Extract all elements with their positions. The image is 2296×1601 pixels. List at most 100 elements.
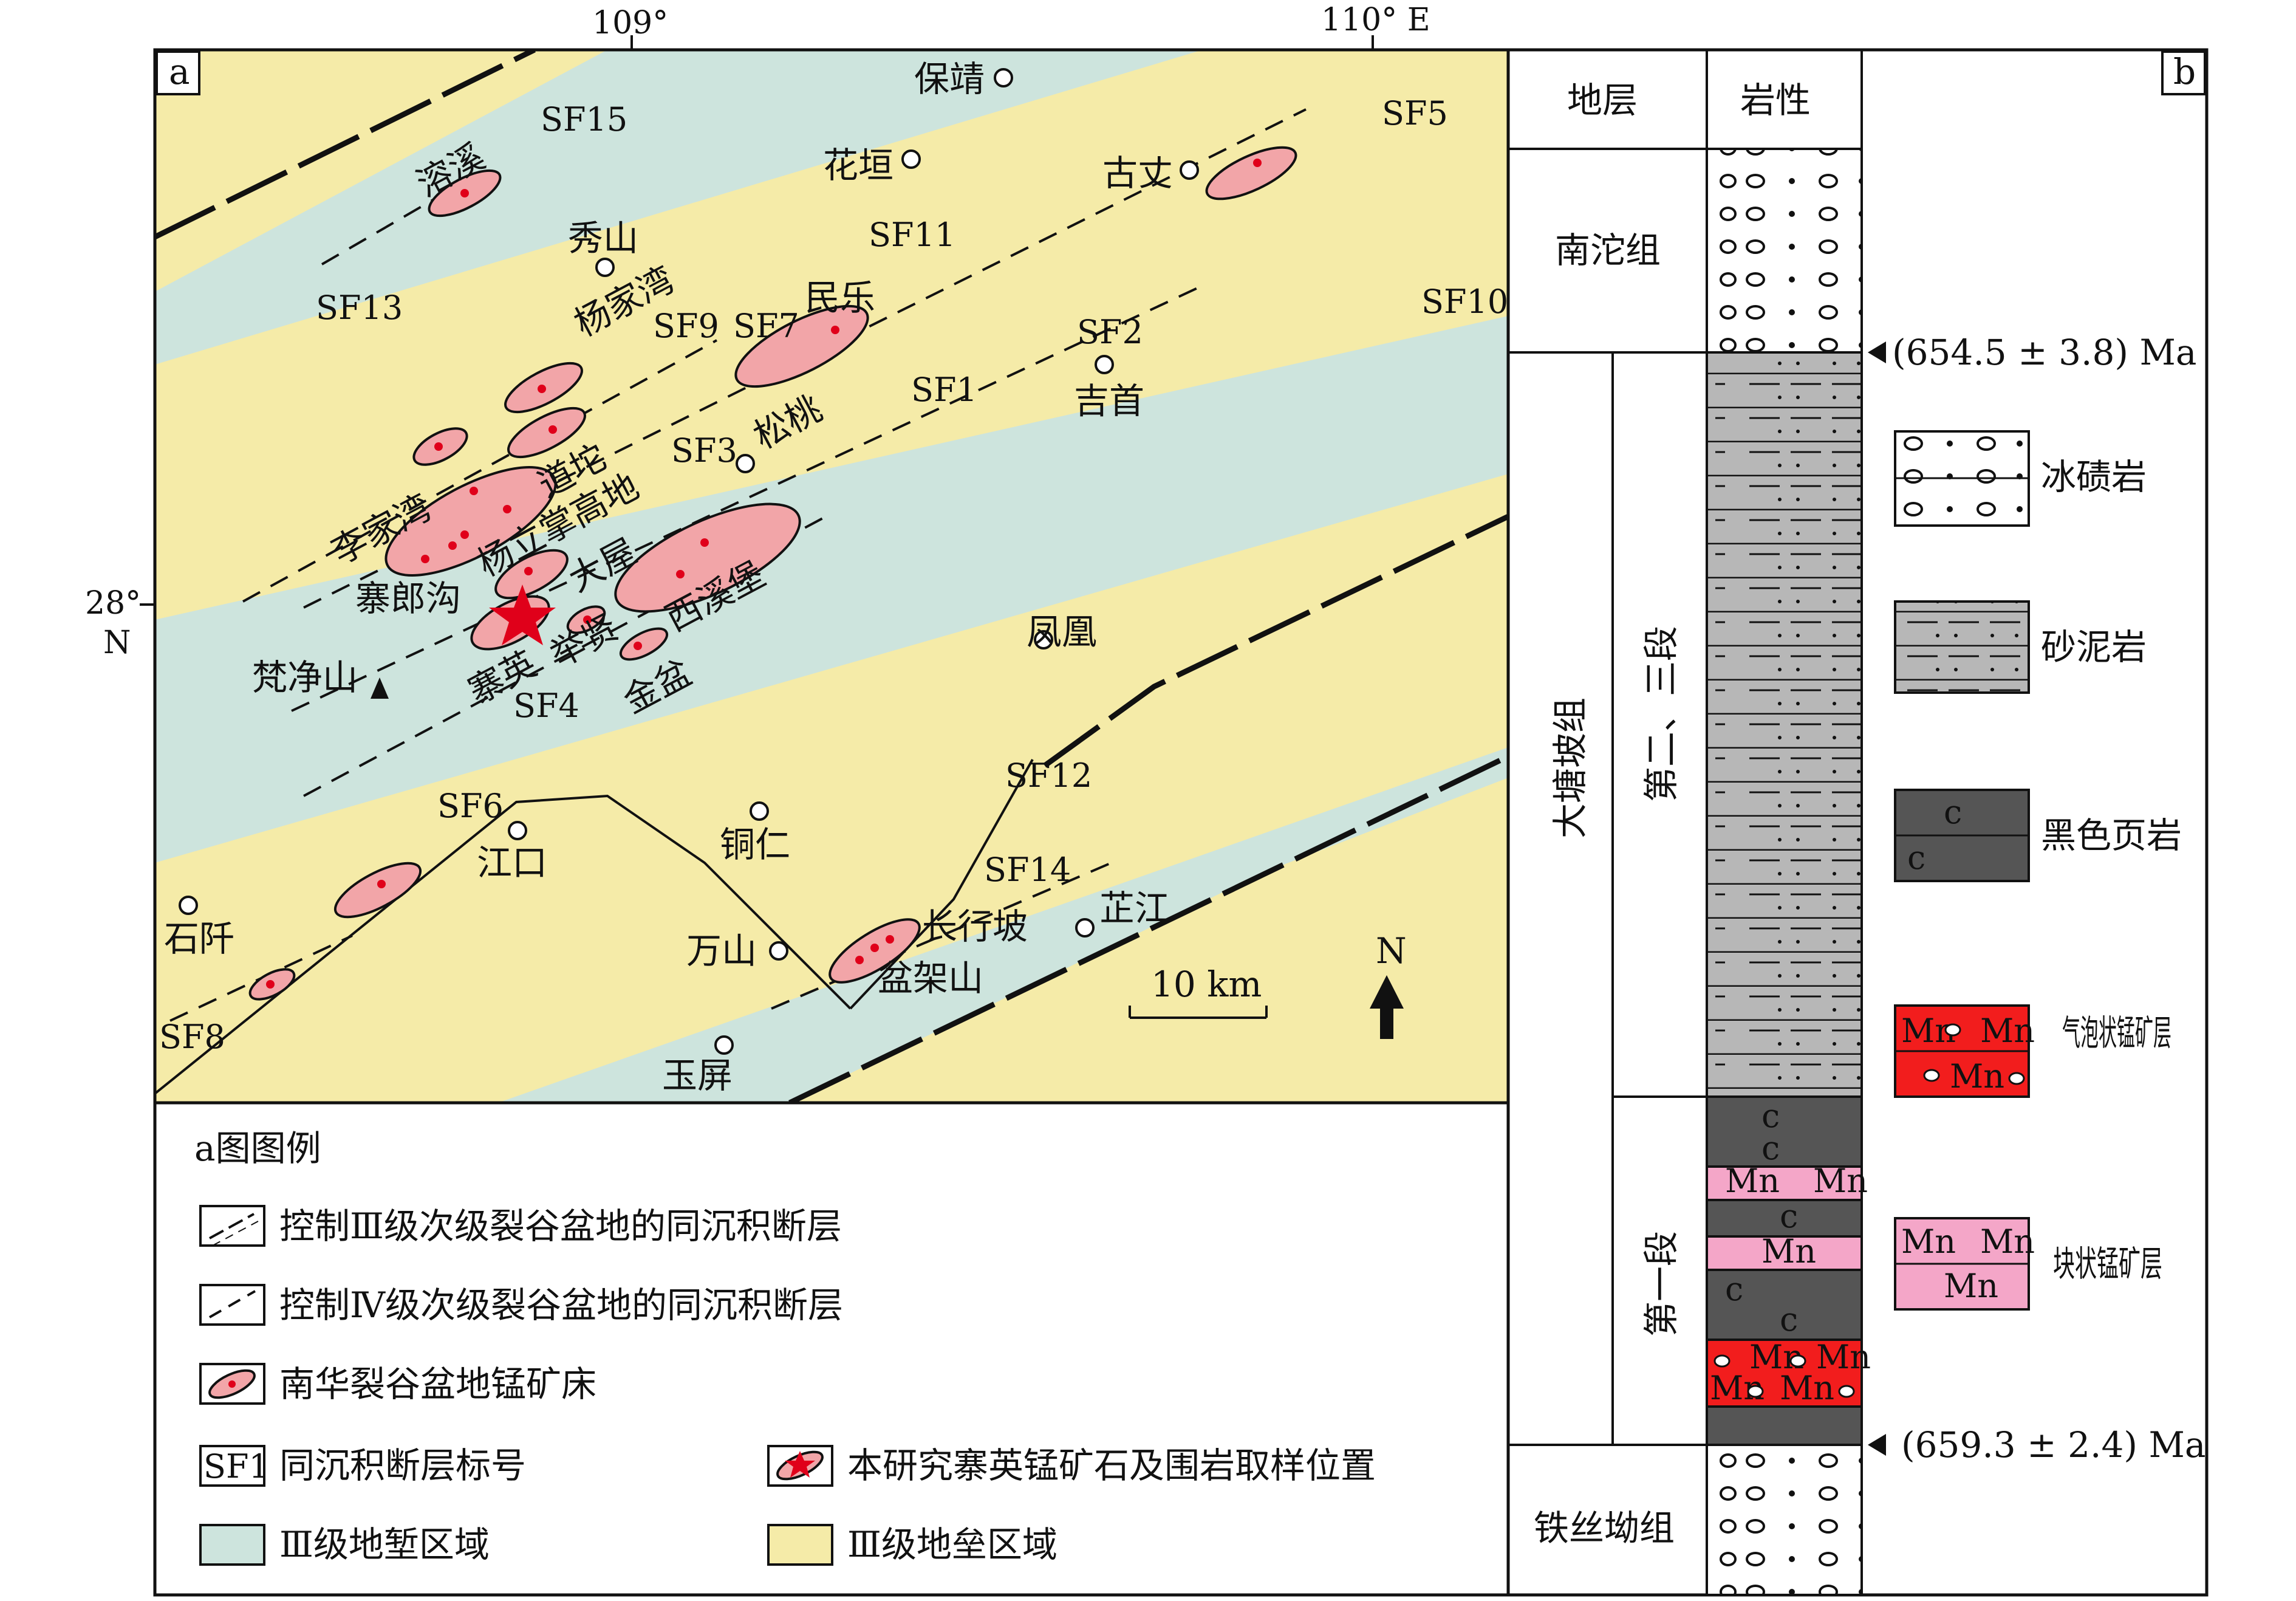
mn-symbol: Mn — [1950, 1057, 2004, 1095]
shale-symbol: c — [1944, 793, 1962, 831]
legend-massive-mn: 块状锰矿层 — [2053, 1243, 2162, 1284]
mn-symbol: Mn — [1980, 1012, 2035, 1050]
lat-dir-label: N — [103, 625, 131, 661]
fault-label: SF13 — [316, 289, 403, 327]
legend-label: 南华裂谷盆地锰矿床 — [279, 1363, 596, 1405]
mn-symbol: Mn — [1980, 1222, 2035, 1261]
sample-location-star — [489, 585, 556, 645]
lith-shale — [1706, 1405, 1863, 1446]
fault-label: SF7 — [733, 307, 799, 345]
age-marker-icon — [1868, 1434, 1886, 1456]
panel-tag-box — [155, 50, 200, 95]
fault-label: SF11 — [869, 216, 955, 254]
place-label: 芷江 — [1099, 888, 1170, 929]
lith-massive-mn — [1706, 1165, 1863, 1201]
lith-tillite-lower — [1706, 1444, 1863, 1596]
age-marker-icon — [1868, 341, 1886, 363]
mn-symbol: Mn — [1761, 1232, 1816, 1270]
shale-symbol: c — [1907, 838, 1925, 877]
legend-black-shale: 黑色页岩 — [2041, 815, 2182, 856]
lithology-legend: 冰碛岩 砂泥岩 c c 黑色页岩 Mn Mn Mn 气泡状锰矿层 Mn Mn M… — [1894, 430, 2182, 1311]
member-2-3: 第二、三段 — [1641, 626, 1682, 802]
fault-label: SF9 — [653, 307, 719, 345]
mn-symbol: Mn — [1725, 1162, 1780, 1200]
panel-tag-box-b — [2161, 50, 2206, 95]
header-strata: 地层 — [1567, 80, 1638, 121]
graben-band-se — [498, 747, 1508, 1103]
sample-star-icon — [785, 1451, 815, 1478]
lat-label-28: 28° — [85, 585, 141, 622]
scale-label: 10 km — [1151, 964, 1262, 1005]
fault-label: SF1 — [911, 371, 977, 409]
shale-symbol: c — [1725, 1270, 1743, 1308]
header-lithology: 岩性 — [1740, 80, 1811, 121]
fault-label: SF12 — [1005, 756, 1092, 795]
mn-symbol: Mn — [1816, 1338, 1871, 1376]
mn-symbol: Mn — [1944, 1267, 1998, 1305]
fault-label: SF6 — [437, 787, 504, 825]
fault-label: SF8 — [159, 1018, 225, 1056]
shale-symbol: c — [1780, 1197, 1798, 1235]
fault-label: SF5 — [1382, 94, 1448, 132]
town-markers — [179, 68, 1199, 1055]
horst-region-central-lower — [155, 474, 1508, 1103]
place-label: 吉首 — [1074, 380, 1144, 422]
map-legend: a图图例 控制Ⅲ级次级裂谷盆地的同沉积断层 控制Ⅳ级次级裂谷盆地的同沉积断层 南… — [153, 1101, 1510, 1597]
place-label: 凤凰 — [1027, 611, 1097, 653]
lon-label-109: 109° — [592, 5, 668, 41]
age-lower: (659.3 ± 2.4) Ma — [1901, 1424, 2205, 1466]
mn-symbol: Mn — [1901, 1222, 1956, 1261]
lith-tillite-upper — [1706, 148, 1863, 354]
legend-label: 控制Ⅳ级次级裂谷盆地的同沉积断层 — [279, 1284, 843, 1326]
fault-label: SF4 — [513, 687, 579, 725]
column-symbols: c c Mn Mn c Mn c c Mn Mn Mn Mn — [1710, 1097, 1871, 1407]
legend-symbol-horst — [767, 1524, 833, 1566]
north-arrow-icon — [1370, 975, 1404, 1039]
formation-datangpo: 大塘坡组 — [1549, 698, 1591, 838]
class-iii-faults — [155, 50, 1508, 1103]
place-label: 万山 — [686, 930, 757, 972]
lith-shale — [1706, 1269, 1863, 1341]
lon-label-110: 110° E — [1321, 2, 1430, 38]
shale-symbol: c — [1780, 1300, 1798, 1339]
shale-symbol: c — [1761, 1129, 1780, 1167]
map-body — [155, 50, 1508, 1103]
lith-shale — [1706, 1199, 1863, 1238]
legend-label: Ⅲ级地垒区域 — [847, 1524, 1057, 1565]
legend-bubble-mn-1: 气泡状锰矿层 — [2062, 1012, 2171, 1054]
legend-sand-swatch — [1894, 600, 2030, 694]
north-label: N — [1376, 930, 1407, 972]
legend-label: 控制Ⅲ级次级裂谷盆地的同沉积断层 — [279, 1205, 842, 1247]
place-label: 古丈 — [1102, 153, 1173, 194]
panel-tag-a: a — [169, 51, 190, 92]
legend-frame — [153, 1101, 1510, 1597]
fault-labels: SF15 SF13 SF11 SF5 SF9 SF7 SF2 SF1 SF3 S… — [159, 94, 1508, 1056]
place-label: 铜仁 — [720, 824, 790, 865]
place-label: 玉屏 — [662, 1055, 733, 1096]
legend-tillite: 冰碛岩 — [2041, 456, 2147, 498]
fault-label: SF14 — [984, 851, 1071, 889]
map-panel: a 109° 110° E 28° N SF15 SF13 SF11 SF5 S… — [85, 2, 1510, 1597]
horst-region-nw — [155, 50, 607, 292]
north-arrow: N — [1370, 930, 1407, 1039]
mountain-peak-icon — [371, 677, 389, 699]
shale-symbol: c — [1761, 1097, 1780, 1135]
class-iii-fault-icon — [209, 1213, 255, 1239]
formation-tiesiao: 铁丝坳组 — [1534, 1507, 1675, 1549]
legend-label: 同沉积断层标号 — [279, 1445, 526, 1486]
member-1: 第一段 — [1641, 1231, 1682, 1337]
fault-label: SF3 — [671, 431, 737, 470]
place-label: 江口 — [477, 842, 547, 883]
place-label: 花垣 — [823, 145, 893, 186]
lith-bubble-mn — [1706, 1339, 1863, 1408]
place-label: 盆架山 — [878, 958, 983, 999]
lith-shale — [1706, 1095, 1863, 1168]
fault-label: SF15 — [541, 100, 627, 139]
legend-title: a图图例 — [194, 1128, 321, 1169]
formation-nantuo: 南沱组 — [1555, 230, 1661, 271]
fault-label: SF2 — [1077, 313, 1143, 351]
legend-label: 本研究寨英锰矿石及围岩取样位置 — [847, 1445, 1376, 1486]
legend-sandy-mudstone: 砂泥岩 — [2041, 626, 2147, 668]
legend-symbol-graben — [199, 1524, 265, 1566]
